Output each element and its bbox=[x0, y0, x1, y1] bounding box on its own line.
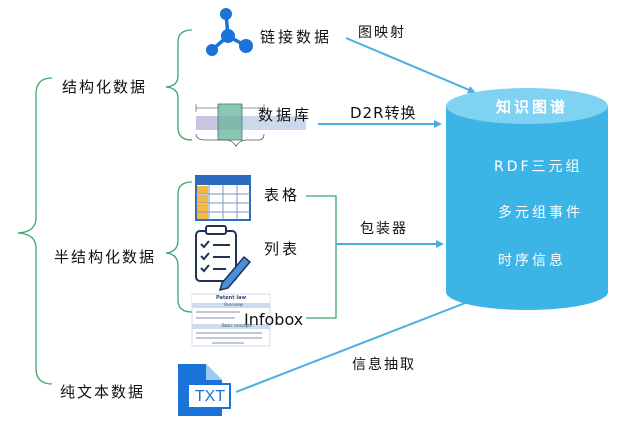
edge-label-extraction: 信息抽取 bbox=[352, 357, 416, 373]
source-table: 表格 bbox=[264, 186, 301, 204]
txt-file-icon bbox=[178, 364, 231, 416]
source-linked-data: 链接数据 bbox=[260, 28, 333, 46]
checklist-icon bbox=[195, 225, 252, 292]
infobox-title: Patent law bbox=[216, 295, 247, 301]
main-brace bbox=[17, 77, 53, 385]
source-list: 列表 bbox=[264, 240, 301, 258]
kg-item-temporal: 时序信息 bbox=[498, 253, 566, 269]
edge-label-d2r: D2R转换 bbox=[350, 104, 417, 122]
category-semi-structured: 半结构化数据 bbox=[54, 248, 157, 266]
kg-item-rdf: RDF三元组 bbox=[494, 159, 583, 175]
infobox-section-2: Basic concepts bbox=[222, 323, 252, 328]
kg-title: 知识图谱 bbox=[496, 98, 569, 116]
txt-file-label: TXT bbox=[194, 388, 226, 405]
knowledge-graph-cylinder bbox=[446, 88, 608, 310]
category-plain-text: 纯文本数据 bbox=[60, 383, 146, 401]
wrapper-bracket bbox=[306, 195, 337, 319]
table-icon bbox=[195, 175, 251, 221]
edge-label-wrapper: 包装器 bbox=[360, 221, 408, 237]
category-structured: 结构化数据 bbox=[62, 78, 148, 96]
infobox-thumbnail bbox=[191, 293, 271, 347]
network-icon bbox=[206, 8, 253, 56]
source-infobox: Infobox bbox=[244, 310, 304, 329]
kg-item-events: 多元组事件 bbox=[498, 205, 583, 221]
semi-structured-brace bbox=[165, 181, 193, 313]
arrow-extraction bbox=[235, 296, 480, 393]
infobox-section-1: Overview bbox=[224, 302, 243, 307]
edge-label-graph-mapping: 图映射 bbox=[358, 25, 406, 41]
structured-brace bbox=[165, 29, 193, 141]
database-schema-icon bbox=[195, 103, 306, 147]
arrow-graph-mapping bbox=[345, 37, 476, 94]
source-database: 数据库 bbox=[258, 106, 313, 124]
